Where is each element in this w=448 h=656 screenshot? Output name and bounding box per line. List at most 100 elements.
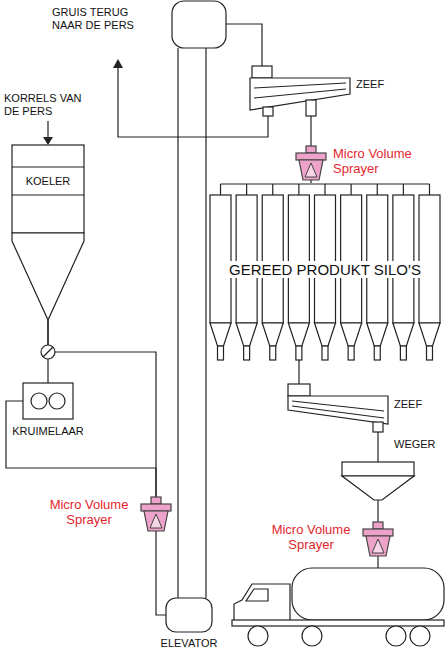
sprayer-body — [366, 536, 390, 556]
arrow-head — [113, 59, 123, 68]
silo-outlet — [270, 346, 276, 360]
elevator-head — [172, 1, 226, 48]
silo-cone — [419, 323, 440, 346]
silo-body — [419, 195, 440, 323]
silo-body — [393, 195, 414, 323]
silo-inlet — [272, 184, 273, 195]
silo-outlet — [427, 346, 433, 360]
silo-cone — [315, 323, 336, 346]
sieve-deck — [292, 406, 384, 418]
truck-wheel — [302, 626, 322, 646]
valve-symbol — [41, 345, 55, 359]
truck-wheel — [248, 626, 268, 646]
elevator-leg — [205, 48, 206, 598]
silo-inlet — [429, 184, 430, 195]
flow-line — [298, 360, 299, 384]
tanker-truck — [232, 568, 444, 646]
elevator-leg — [177, 48, 178, 598]
sprayer-symbol: Micro Volume Sprayer — [140, 497, 172, 531]
weigher-cone — [342, 476, 414, 500]
truck-window — [246, 589, 268, 601]
sieve-body — [250, 78, 350, 110]
sprayer-nozzle — [151, 497, 161, 504]
silo-cone — [288, 323, 309, 346]
flow-note: KORRELS VAN DE PERS — [4, 92, 89, 118]
spray-cone — [305, 163, 317, 177]
feed-line — [47, 121, 48, 138]
flow-line — [310, 116, 311, 146]
equipment-name: KRUIMELAAR — [12, 425, 84, 438]
sprayer-head — [296, 153, 326, 160]
sprayer-label: Micro Volume Sprayer — [44, 497, 134, 527]
sieve-outlet — [263, 107, 273, 116]
equipment-name: ELEVATOR — [161, 637, 218, 650]
silo-body — [262, 195, 283, 323]
flow-line — [377, 500, 378, 522]
spray-cone — [372, 539, 384, 553]
arrow-head — [43, 137, 53, 145]
sprayer-symbol: Micro Volume Sprayer — [362, 522, 394, 556]
cooler-box-outline — [12, 145, 84, 320]
silo-outlet — [400, 346, 406, 360]
sieve-body — [288, 396, 388, 424]
crumbler-body — [23, 383, 73, 419]
equipment-name: WEGER — [394, 438, 436, 451]
silo-cone — [262, 323, 283, 346]
crumbler-roll — [49, 393, 65, 409]
silo-outlet — [374, 346, 380, 360]
flow-line — [156, 531, 166, 615]
truck-wheel — [410, 626, 430, 646]
weigher-hopper: WEGER — [342, 462, 414, 500]
silo-cone — [367, 323, 388, 346]
cooler-band — [12, 194, 84, 195]
cooler-body — [12, 145, 84, 233]
silo-inlet — [377, 184, 378, 195]
silo-cone — [341, 323, 362, 346]
truck-wheel — [386, 626, 406, 646]
sprayer-nozzle — [306, 146, 316, 153]
cooler-band — [12, 166, 84, 167]
sieve-symbol-outline — [250, 66, 350, 116]
sprayer-symbol-outline — [362, 522, 394, 556]
silo-inlet — [403, 184, 404, 195]
silo-inlet — [220, 184, 221, 195]
flow-line — [226, 24, 262, 66]
sieve-inlet — [288, 384, 310, 396]
silo-inlet — [246, 184, 247, 195]
silo-inlet — [298, 184, 299, 195]
truck-tank — [292, 568, 444, 620]
silo-outlet — [244, 346, 250, 360]
equipment-name: ZEEF — [356, 78, 384, 91]
silo-cone — [236, 323, 257, 346]
sprayer-head — [141, 504, 171, 511]
sprayer-body — [144, 511, 168, 531]
sieve-deck — [292, 401, 384, 411]
sprayer-symbol-outline — [140, 497, 172, 531]
sprayer-nozzle — [373, 522, 383, 529]
silo-cone — [210, 323, 231, 346]
silo-inlet — [351, 184, 352, 195]
silo-body — [236, 195, 257, 323]
equipment-name: GEREED PRODUKT SILO'S — [226, 261, 424, 278]
equipment-name: KOELER — [26, 175, 71, 188]
cooler-hopper — [12, 233, 84, 320]
truck-chassis — [232, 620, 444, 626]
sprayer-label: Micro Volume Sprayer — [266, 522, 356, 552]
crumbler-box-outline — [23, 383, 73, 419]
silo-outlet — [322, 346, 328, 360]
cooler-box: KOELER — [12, 145, 84, 320]
sprayer-head — [363, 529, 393, 536]
sprayer-label: Micro Volume Sprayer — [333, 146, 423, 176]
sprayer-symbol-outline — [295, 146, 327, 180]
sieve-symbol: ZEEF — [288, 384, 388, 432]
flow-line — [377, 432, 378, 462]
silo-body — [288, 195, 309, 323]
flow-note: GRUIS TERUG NAAR DE PERS — [52, 6, 152, 32]
silo-body — [315, 195, 336, 323]
crumbler-box: KRUIMELAAR — [23, 383, 73, 419]
sieve-deck — [254, 89, 346, 98]
silo-body — [210, 195, 231, 323]
crumbler-roll — [31, 393, 47, 409]
equipment-name: ZEEF — [394, 398, 422, 411]
sieve-deck — [254, 83, 346, 88]
